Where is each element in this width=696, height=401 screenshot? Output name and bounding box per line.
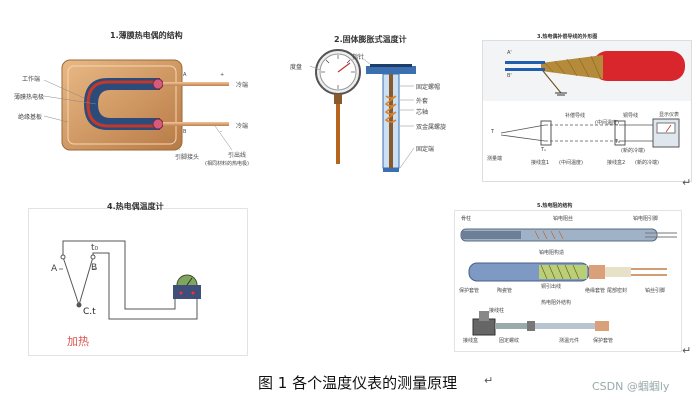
figure-caption: 图 1 各个温度仪表的测量原理	[258, 374, 458, 392]
element-structure-label: 热电阻外结构	[541, 300, 572, 306]
film-thermocouple-drawing	[43, 59, 233, 151]
panel4-a-label: A	[51, 264, 58, 274]
bimetal-drawing	[309, 49, 416, 172]
plus-label: +	[220, 72, 225, 78]
work-end-label: 工作端	[22, 76, 41, 83]
film-electrode-label: 薄膜热电极	[14, 94, 45, 101]
watermark: CSDN @蝈蝈ly	[592, 380, 670, 393]
display-label: 显示仪表	[659, 112, 680, 118]
measure-end-label: 测量端	[487, 156, 503, 162]
lead-wire-note: (相同材料的热电极)	[205, 161, 249, 167]
panel-compensation-wire: 3.热电偶补偿导线的外形图 A' B' T 补偿导线 (中间温度)	[482, 34, 692, 182]
lead-wire-rtd-label: 铜引出线	[541, 284, 562, 290]
panel-thermocouple-circuit: 4.热电偶温度计 A B t₀ C.t 加热	[28, 202, 248, 356]
dial-label: 度盘	[290, 64, 303, 71]
b-prime-label: B'	[507, 73, 512, 79]
panel-bimetal-thermometer: 2.固体膨胀式温度计 度盘 指针 固定螺帽 外套 芯轴 双金属螺旋 固	[270, 0, 470, 190]
leads-rod-label: 骨柱	[461, 216, 472, 222]
resistor-lead-label: 铂电阻引脚	[633, 216, 659, 222]
protect-sleeve-label: 保护套管	[593, 338, 614, 344]
rtd-drawing	[460, 228, 677, 336]
lead-pin-label: 铂丝引脚	[645, 288, 666, 294]
insulating-label: 绝缘套管	[585, 288, 606, 294]
t1-label: T₁	[541, 147, 547, 153]
panel4-ct-label: C.t	[83, 307, 96, 317]
junction1-note: (中间温度)	[559, 160, 583, 166]
compensation-wire-drawing	[483, 41, 691, 148]
ceramic-label: 陶瓷管	[497, 288, 513, 294]
panel5-title: 5.热电阻的结构	[537, 203, 573, 209]
terminal-label: 接线柱	[489, 308, 505, 314]
lead-wire-label: 引出线	[228, 152, 247, 159]
resistor-label: 铂电阻丝	[553, 216, 574, 222]
copper-wire-label: 铜导线	[623, 113, 639, 119]
return-mark-mid: ↵	[682, 344, 692, 357]
return-mark-caption: ↵	[484, 374, 494, 387]
pointer-label: 指针	[352, 54, 365, 61]
a-prime-label: A'	[507, 50, 512, 56]
core-label: 芯轴	[416, 109, 429, 116]
b-label: B	[183, 129, 187, 135]
junction2-label: 接线盒2	[607, 160, 626, 166]
junction1-label: 接线盒1	[531, 160, 550, 166]
panel-rtd-structure: 5.热电阻的结构 骨柱 铂电阻丝 铂电阻引脚 铂电阻构造 保护套管 陶瓷管 铜引…	[454, 203, 682, 352]
new-cold-label: (新的冷端)	[621, 148, 645, 154]
substrate-label: 绝缘基板	[18, 114, 43, 121]
bimetal-label: 双金属螺旋	[416, 124, 447, 131]
t-label: T	[491, 129, 495, 135]
heating-label: 加热	[67, 335, 89, 348]
panel4-t0-label: t₀	[91, 243, 99, 253]
panel3-title: 3.热电偶补偿导线的外形图	[537, 34, 598, 40]
protect-tube-label: 保护套管	[459, 288, 480, 294]
panel-film-thermocouple: 1.薄膜热电偶的结构 工作端 薄膜热电极 绝缘基板 A B + - 冷端 冷端 …	[0, 0, 260, 190]
tail-tube-label: 尾部密封	[607, 288, 628, 294]
panel1-title: 1.薄膜热电偶的结构	[110, 31, 183, 40]
middle-temp-label: (中间温度)	[595, 120, 619, 126]
panel4-b-label: B	[91, 263, 98, 273]
panel2-title: 2.固体膨胀式温度计	[334, 35, 407, 44]
thermocouple-circuit-drawing	[59, 240, 201, 320]
minus-label: -	[220, 129, 222, 135]
t0-label: T₀	[615, 139, 621, 145]
fixed-end-label: 固定端	[416, 146, 435, 153]
panel4-title: 4.热电偶温度计	[107, 202, 164, 211]
resistor-structure-label: 铂电阻构造	[539, 250, 565, 256]
a-label: A	[183, 72, 187, 78]
sensor-element-label: 测温元件	[559, 338, 580, 344]
fix-thread-label: 固定螺纹	[499, 338, 520, 344]
comp-wire-label: 补偿导线	[565, 113, 586, 119]
cold-end-bottom-label: 冷端	[236, 123, 249, 130]
lead-joint-label: 引脚接头	[175, 154, 200, 161]
outer-sleeve-label: 外套	[416, 98, 429, 105]
return-mark-top: ↵	[682, 176, 692, 189]
junction-box-label: 接线盒	[463, 338, 479, 344]
fixed-sleeve-label: 固定螺帽	[416, 84, 441, 91]
cold-end-top-label: 冷端	[236, 82, 249, 89]
junction2-note: (新的冷端)	[635, 160, 659, 166]
